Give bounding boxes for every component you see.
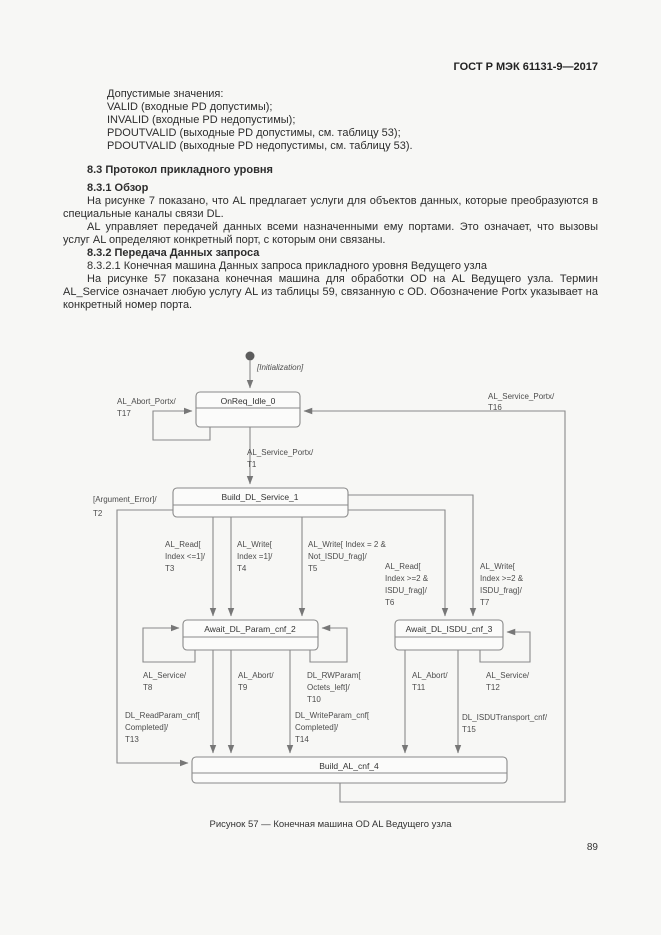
label-t1: T1 bbox=[247, 460, 257, 469]
label-t9: T9 bbox=[238, 683, 248, 692]
transition-t16 bbox=[303, 407, 566, 803]
label-t6: Index >=2 & bbox=[385, 574, 429, 583]
transition-t12 bbox=[479, 628, 531, 663]
paragraph-2: AL управляет передачей данных всеми назн… bbox=[63, 221, 598, 246]
value-item: PDOUTVALID (выходные PD допустимы, см. т… bbox=[107, 127, 401, 139]
heading-8-3: 8.3 Протокол прикладного уровня bbox=[87, 164, 273, 176]
allowed-values-list: Допустимые значения: VALID (входные PD д… bbox=[63, 88, 598, 153]
transition-t2 bbox=[116, 509, 189, 767]
label-t15: DL_ISDUTransport_cnf/ bbox=[462, 713, 548, 722]
label-t5: Not_ISDU_frag]/ bbox=[308, 552, 367, 561]
label-t2: [Argument_Error]/ bbox=[93, 495, 157, 504]
value-item: INVALID (входные PD недопустимы); bbox=[107, 114, 296, 126]
label-t15: T15 bbox=[462, 725, 476, 734]
label-t5: AL_Write[ Index = 2 & bbox=[308, 540, 387, 549]
label-t13: Completed]/ bbox=[125, 723, 169, 732]
transition-t8 bbox=[142, 624, 196, 663]
state-title-build-dl-service-1: Build_DL_Service_1 bbox=[221, 492, 298, 502]
state-title-await-dl-isdu-cnf-3: Await_DL_ISDU_cnf_3 bbox=[406, 624, 493, 634]
transition-t17 bbox=[152, 407, 211, 441]
label-t10: T10 bbox=[307, 695, 321, 704]
label-t16: AL_Service_Portx/ bbox=[488, 392, 555, 401]
state-build-dl-service-1 bbox=[172, 487, 349, 518]
label-t6: AL_Read[ bbox=[385, 562, 421, 571]
label-t8: AL_Service/ bbox=[143, 671, 187, 680]
label-t7: AL_Write[ bbox=[480, 562, 516, 571]
label-t3: T3 bbox=[165, 564, 175, 573]
figure-caption: Рисунок 57 — Конечная машина OD AL Ведущ… bbox=[209, 819, 452, 830]
label-t9: AL_Abort/ bbox=[238, 671, 274, 680]
label-t4: Index =1]/ bbox=[237, 552, 273, 561]
label-t11: AL_Abort/ bbox=[412, 671, 448, 680]
label-t14: DL_WriteParam_cnf[ bbox=[295, 711, 370, 720]
label-t3: AL_Read[ bbox=[165, 540, 201, 549]
label-t17: AL_Abort_Portx/ bbox=[117, 397, 176, 406]
label-t17: T17 bbox=[117, 409, 131, 418]
values-intro: Допустимые значения: bbox=[107, 88, 224, 100]
label-t13: T13 bbox=[125, 735, 139, 744]
heading-8-3-2-1: 8.3.2.1 Конечная машина Данных запроса п… bbox=[87, 260, 487, 272]
label-t10: DL_RWParam[ bbox=[307, 671, 361, 680]
label-t16: T16 bbox=[488, 403, 502, 412]
body-text: Допустимые значения: VALID (входные PD д… bbox=[63, 88, 598, 312]
label-t4: AL_Write[ bbox=[237, 540, 273, 549]
transition-t10 bbox=[309, 624, 348, 663]
label-t14: T14 bbox=[295, 735, 309, 744]
state-title-onreq-idle-0: OnReq_Idle_0 bbox=[221, 396, 276, 406]
label-t10: Octets_left]/ bbox=[307, 683, 350, 692]
label-t5: T5 bbox=[308, 564, 318, 573]
state-onreq-idle-0 bbox=[195, 391, 301, 428]
label-initialization: [Initialization] bbox=[256, 363, 304, 372]
document-header: ГОСТ Р МЭК 61131-9—2017 bbox=[453, 61, 598, 73]
label-t6: T6 bbox=[385, 598, 395, 607]
transition-t6 bbox=[348, 509, 449, 617]
label-t4: T4 bbox=[237, 564, 247, 573]
label-t11: T11 bbox=[412, 683, 426, 692]
value-item: PDOUTVALID (выходные PD недопустимы, см.… bbox=[107, 140, 413, 152]
state-await-dl-param-cnf-2 bbox=[182, 619, 319, 651]
label-t2: T2 bbox=[93, 509, 103, 518]
state-await-dl-isdu-cnf-3 bbox=[394, 619, 504, 651]
state-title-build-al-cnf-4: Build_AL_cnf_4 bbox=[319, 761, 379, 771]
label-t13: DL_ReadParam_cnf[ bbox=[125, 711, 200, 720]
label-t6: ISDU_frag]/ bbox=[385, 586, 428, 595]
transition-t7 bbox=[348, 494, 477, 617]
paragraph-1: На рисунке 7 показано, что AL предлагает… bbox=[63, 195, 598, 220]
label-t12: AL_Service/ bbox=[486, 671, 530, 680]
label-t7: Index >=2 & bbox=[480, 574, 524, 583]
state-title-await-dl-param-cnf-2: Await_DL_Param_cnf_2 bbox=[204, 624, 296, 634]
heading-8-3-2: 8.3.2 Передача Данных запроса bbox=[87, 247, 260, 259]
paragraph-3: На рисунке 57 показана конечная машина д… bbox=[63, 273, 598, 311]
label-t1: AL_Service_Portx/ bbox=[247, 448, 314, 457]
label-t8: T8 bbox=[143, 683, 153, 692]
page-number: 89 bbox=[586, 842, 598, 853]
label-t14: Completed]/ bbox=[295, 723, 339, 732]
label-t7: ISDU_frag]/ bbox=[480, 586, 523, 595]
label-t12: T12 bbox=[486, 683, 500, 692]
state-build-al-cnf-4 bbox=[191, 756, 508, 784]
state-machine-diagram: OnReq_Idle_0 Build_DL_Service_1 Await_DL… bbox=[93, 351, 566, 803]
label-t7: T7 bbox=[480, 598, 490, 607]
value-item: VALID (входные PD допустимы); bbox=[107, 101, 273, 113]
label-t3: Index <=1]/ bbox=[165, 552, 206, 561]
heading-8-3-1: 8.3.1 Обзор bbox=[87, 182, 149, 194]
initial-state-dot bbox=[245, 351, 255, 361]
